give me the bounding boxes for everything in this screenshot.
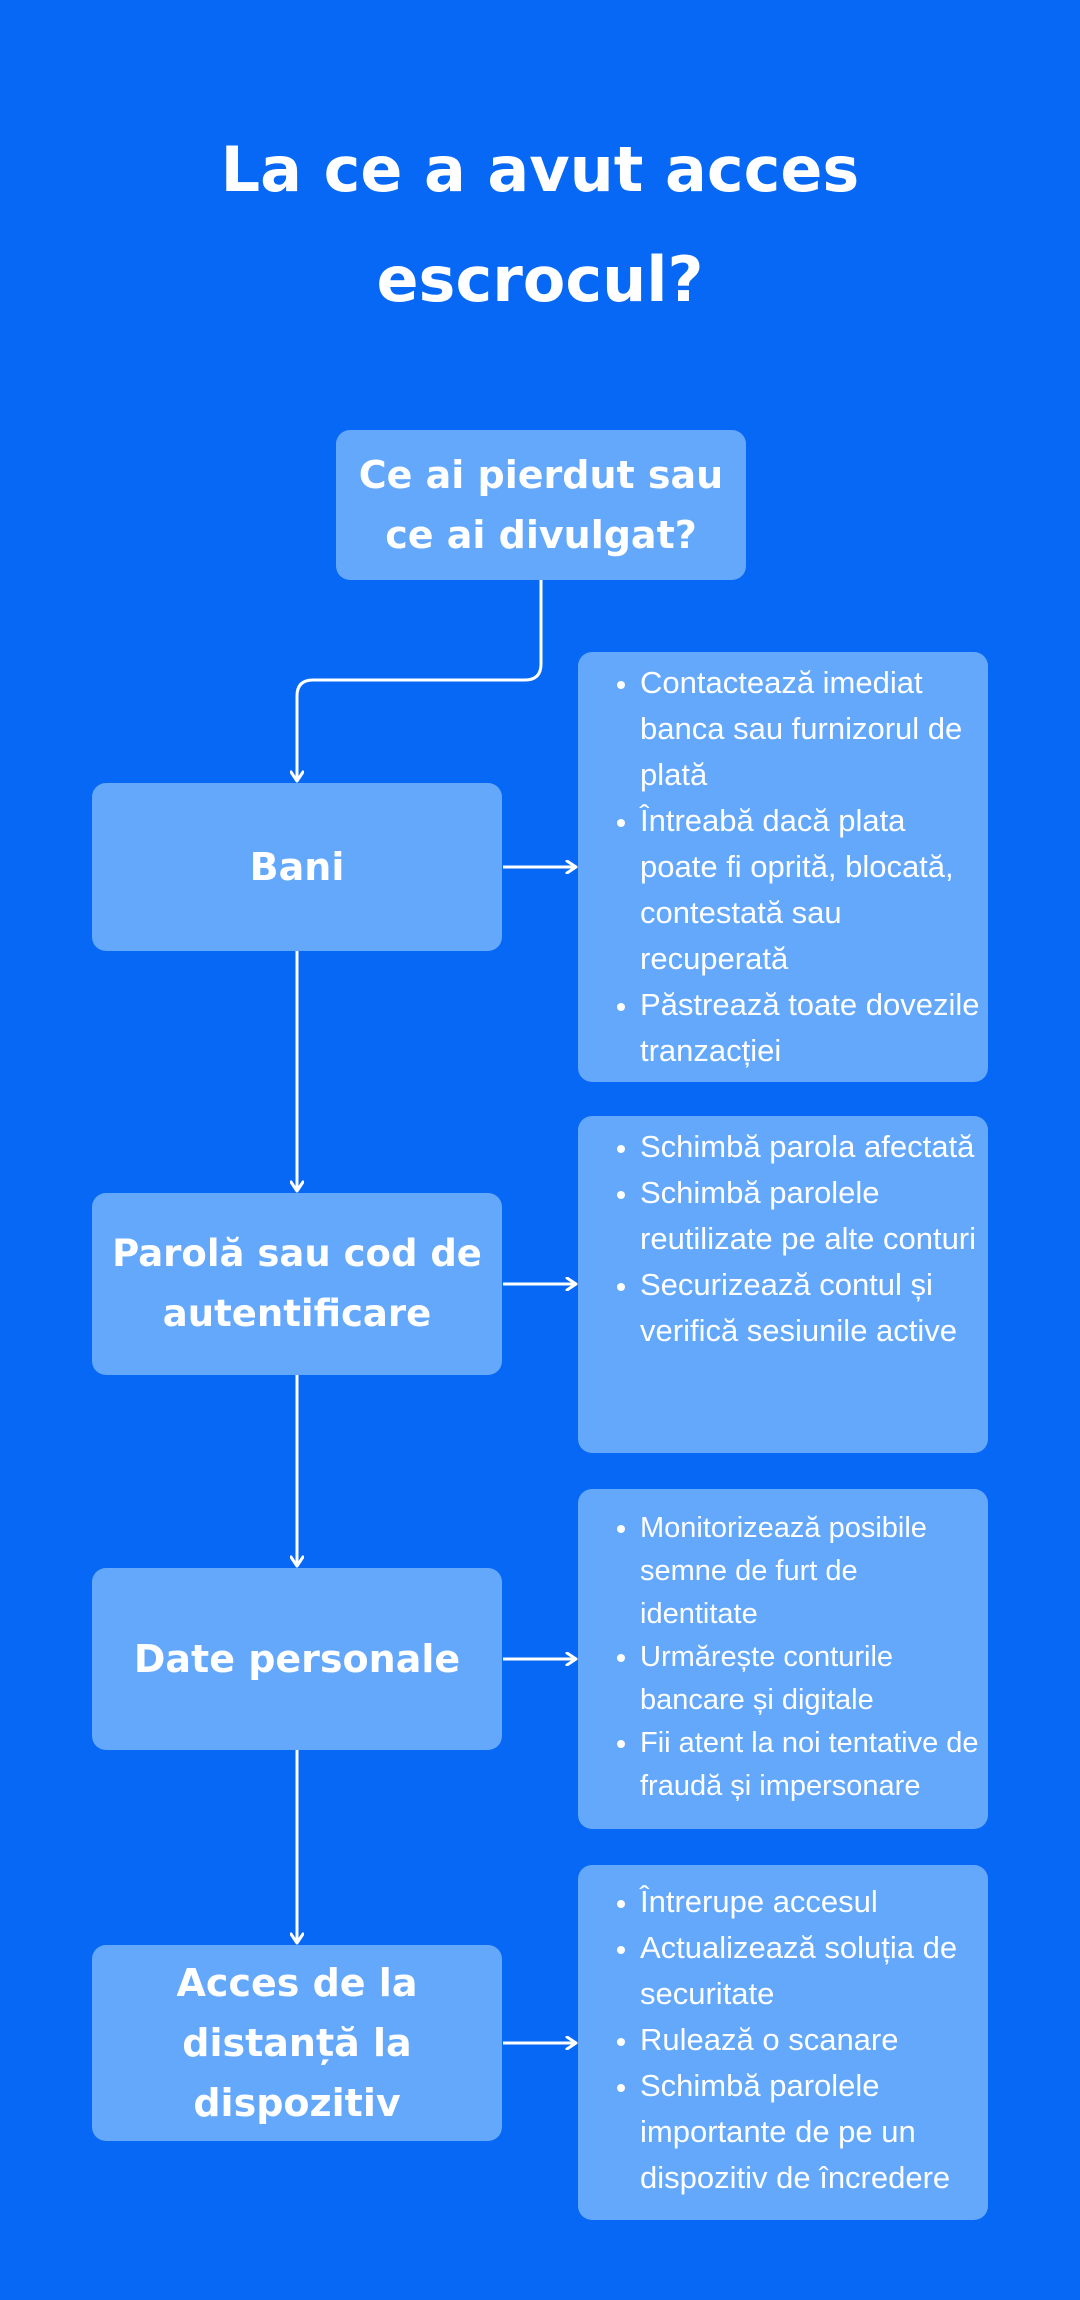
actions-remote-access-list: Întrerupe accesul Actualizează soluția d…	[608, 1879, 982, 2201]
root-question-line-1: Ce ai pierdut sau	[358, 453, 724, 497]
action-item: Rulează o scanare	[640, 2017, 982, 2063]
action-item: Întreabă dacă plata poate fi oprită, blo…	[640, 798, 982, 982]
action-item: Urmărește conturile bancare și digitale	[640, 1636, 982, 1722]
action-item: Fii atent la noi tentative de fraudă și …	[640, 1722, 982, 1808]
category-money-box: Bani	[92, 783, 502, 951]
action-item: Schimbă parola afectată	[640, 1124, 982, 1170]
action-item: Contactează imediat banca sau furnizorul…	[640, 660, 982, 798]
category-remote-access-label-line-1: Acces de la	[176, 1961, 418, 2005]
page-title: La ce a avut acces escrocul?	[140, 115, 940, 335]
title-line-1: La ce a avut acces	[220, 133, 860, 206]
root-question-line-2: ce ai divulgat?	[385, 513, 697, 557]
action-item: Păstrează toate dovezile tranzacției	[640, 982, 982, 1074]
action-item: Actualizează soluția de securitate	[640, 1925, 982, 2017]
actions-money-box: Contactează imediat banca sau furnizorul…	[578, 652, 988, 1082]
category-personal-data-label: Date personale	[133, 1637, 461, 1681]
connector-root-to-money	[297, 580, 543, 780]
actions-remote-access-box: Întrerupe accesul Actualizează soluția d…	[578, 1865, 988, 2220]
actions-personal-data-list: Monitorizează posibile semne de furt de …	[608, 1507, 982, 1808]
category-remote-access-box: Acces de la distanță la dispozitiv	[92, 1945, 502, 2141]
action-item: Monitorizează posibile semne de furt de …	[640, 1507, 982, 1636]
action-item: Securizează contul și verifică sesiunile…	[640, 1262, 982, 1354]
category-money-label: Bani	[249, 845, 345, 889]
category-password-box: Parolă sau cod de autentificare	[92, 1193, 502, 1375]
root-question-box: Ce ai pierdut sau ce ai divulgat?	[336, 430, 746, 580]
action-item: Întrerupe accesul	[640, 1879, 982, 1925]
actions-money-list: Contactează imediat banca sau furnizorul…	[608, 660, 982, 1074]
title-line-2: escrocul?	[376, 243, 704, 316]
actions-password-list: Schimbă parola afectată Schimbă parolele…	[608, 1124, 982, 1354]
category-personal-data-box: Date personale	[92, 1568, 502, 1750]
category-remote-access-label-line-3: dispozitiv	[193, 2081, 401, 2125]
action-item: Schimbă parolele reutilizate pe alte con…	[640, 1170, 982, 1262]
actions-personal-data-box: Monitorizează posibile semne de furt de …	[578, 1489, 988, 1829]
category-remote-access-label-line-2: distanță la	[182, 2021, 412, 2065]
action-item: Schimbă parolele importante de pe un dis…	[640, 2063, 982, 2201]
actions-password-box: Schimbă parola afectată Schimbă parolele…	[578, 1116, 988, 1453]
category-password-label-line-2: autentificare	[162, 1292, 432, 1335]
category-password-label-line-1: Parolă sau cod de	[112, 1232, 482, 1275]
